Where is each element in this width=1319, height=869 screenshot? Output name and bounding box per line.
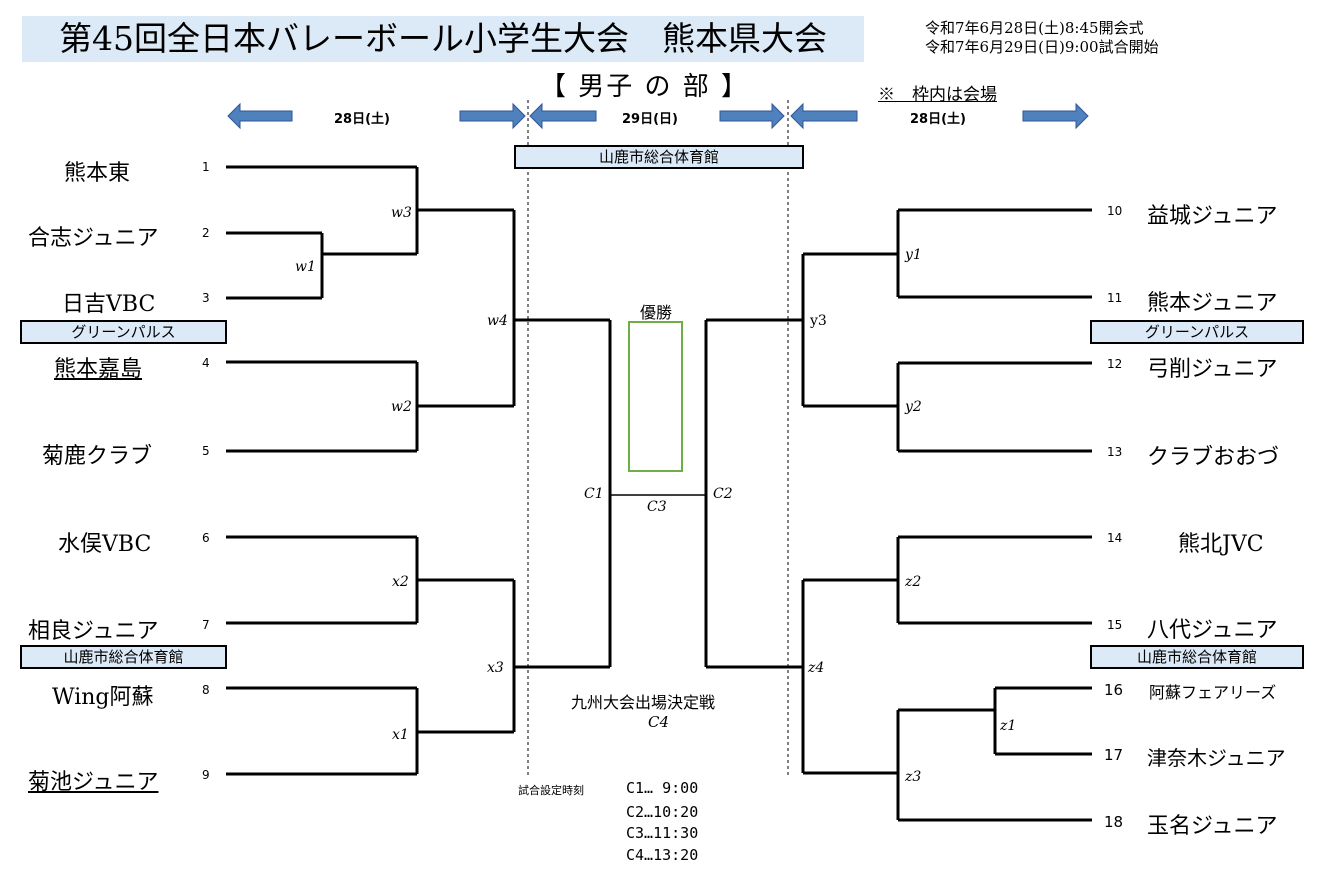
- arrow-right-icon: [459, 102, 526, 130]
- arrow-right-icon: [1022, 102, 1089, 130]
- team-number: 17: [1104, 746, 1124, 764]
- team-number: 10: [1107, 204, 1123, 218]
- team-name: 合志ジュニア: [28, 226, 159, 251]
- bracket-match-z2: [803, 537, 900, 623]
- final-label: 九州大会出場決定戦: [571, 693, 716, 712]
- team-number: 18: [1104, 813, 1124, 831]
- page-title: 第45回全日本バレーボール小学生大会 熊本県大会: [59, 19, 827, 58]
- team-number: 6: [202, 531, 210, 545]
- team-name: 津奈木ジュニア: [1147, 746, 1286, 770]
- team-number: 2: [202, 226, 210, 240]
- match-label-z3: z3: [905, 769, 922, 785]
- schedule-label: 試合設定時刻: [518, 784, 584, 797]
- match-label-x3: x3: [487, 660, 504, 676]
- venue-right-upper: グリーンパルス: [1090, 320, 1304, 344]
- team-name: 八代ジュニア: [1147, 618, 1278, 643]
- venue-note: ※ 枠内は会場: [878, 85, 997, 105]
- day-arrows: [227, 102, 1089, 130]
- schedule-item: C1… 9:00: [626, 779, 699, 797]
- team-name: 熊本嘉島: [54, 357, 143, 382]
- match-label-x1: x1: [392, 727, 409, 743]
- team-number: 11: [1107, 291, 1123, 305]
- match-label-x2: x2: [392, 574, 409, 590]
- match-label-w2: w2: [391, 399, 412, 415]
- match-label-w4: w4: [487, 313, 508, 329]
- bracket-match-x3: [512, 580, 610, 732]
- match-label-w3: w3: [391, 205, 412, 221]
- match-start-date: 令和7年6月29日(日)9:00試合開始: [925, 38, 1159, 56]
- day-label-left: 28日(土): [334, 112, 390, 127]
- team-number: 1: [202, 160, 210, 174]
- team-number: 4: [202, 356, 210, 370]
- match-label-y3: y3: [810, 313, 827, 329]
- bracket-match-w4: [512, 210, 610, 406]
- team-number: 5: [202, 444, 210, 458]
- venue-center: 山鹿市総合体育館: [514, 145, 804, 169]
- team-name: 菊池ジュニア: [28, 770, 159, 795]
- bracket-match-z4: [706, 580, 805, 773]
- title-banner: [22, 16, 864, 62]
- section-title: 【 男子 の 部 】: [540, 72, 750, 102]
- match-label-z4: z4: [808, 660, 825, 676]
- champion-label: 優勝: [640, 303, 673, 322]
- arrow-left-icon: [790, 102, 858, 130]
- bracket-match-y3: [706, 254, 805, 406]
- match-label-z2: z2: [905, 574, 922, 590]
- match-label-c3: C3: [647, 499, 667, 515]
- team-number: 16: [1104, 681, 1124, 699]
- match-label-w1: w1: [295, 259, 316, 275]
- day-label-right: 28日(土): [910, 112, 966, 127]
- day-label-center: 29日(日): [622, 112, 678, 127]
- bracket-match-x1: [415, 688, 514, 774]
- bracket-match-z3: [803, 710, 900, 820]
- bracket-match-x2: [415, 537, 514, 623]
- team-number: 9: [202, 768, 210, 782]
- arrow-left-icon: [529, 102, 597, 130]
- team-name: Wing阿蘇: [52, 685, 154, 710]
- team-name: 玉名ジュニア: [1147, 814, 1278, 839]
- arrow-left-icon: [227, 102, 293, 130]
- bracket-match-y2: [803, 363, 900, 451]
- team-name: クラブおおづ: [1147, 445, 1280, 470]
- schedule-item: C3…11:30: [626, 824, 699, 842]
- venue-left-upper: グリーンパルス: [20, 320, 227, 344]
- bracket-match-y1: [803, 210, 900, 297]
- team-name: 熊北JVC: [1178, 532, 1264, 557]
- bracket-match-w1: [320, 233, 417, 298]
- arrow-right-icon: [719, 102, 785, 130]
- schedule-item: C2…10:20: [626, 803, 699, 821]
- team-name: 益城ジュニア: [1147, 204, 1278, 229]
- team-name: 阿蘇フェアリーズ: [1149, 683, 1277, 702]
- team-name: 熊本東: [64, 161, 131, 186]
- champion-box: [628, 321, 683, 472]
- team-name: 水俣VBC: [58, 532, 152, 557]
- bracket-match-w2: [415, 362, 514, 451]
- team-number: 15: [1107, 618, 1123, 632]
- team-name: 菊鹿クラブ: [42, 444, 153, 469]
- bracket-match-w3: [415, 167, 514, 254]
- venue-right-lower: 山鹿市総合体育館: [1090, 645, 1304, 669]
- team-number: 8: [202, 683, 210, 697]
- team-number: 12: [1107, 357, 1123, 371]
- final-code: C4: [648, 713, 670, 731]
- schedule-item: C4…13:20: [626, 846, 699, 864]
- match-label-y2: y2: [905, 399, 922, 415]
- match-label-c2: C2: [713, 486, 733, 502]
- team-name: 日吉VBC: [62, 292, 156, 317]
- team-name: 熊本ジュニア: [1147, 291, 1278, 316]
- match-label-z1: z1: [1000, 718, 1017, 734]
- team-number: 13: [1107, 445, 1123, 459]
- team-number: 7: [202, 618, 210, 632]
- team-number: 14: [1107, 531, 1123, 545]
- venue-left-lower: 山鹿市総合体育館: [20, 645, 227, 669]
- team-name: 弓削ジュニア: [1147, 357, 1278, 382]
- opening-date: 令和7年6月28日(土)8:45開会式: [925, 19, 1144, 37]
- team-number: 3: [202, 291, 210, 305]
- team-name: 相良ジュニア: [28, 619, 159, 644]
- match-label-y1: y1: [905, 247, 922, 263]
- bracket-match-z1: [898, 688, 997, 754]
- match-label-c1: C1: [584, 486, 604, 502]
